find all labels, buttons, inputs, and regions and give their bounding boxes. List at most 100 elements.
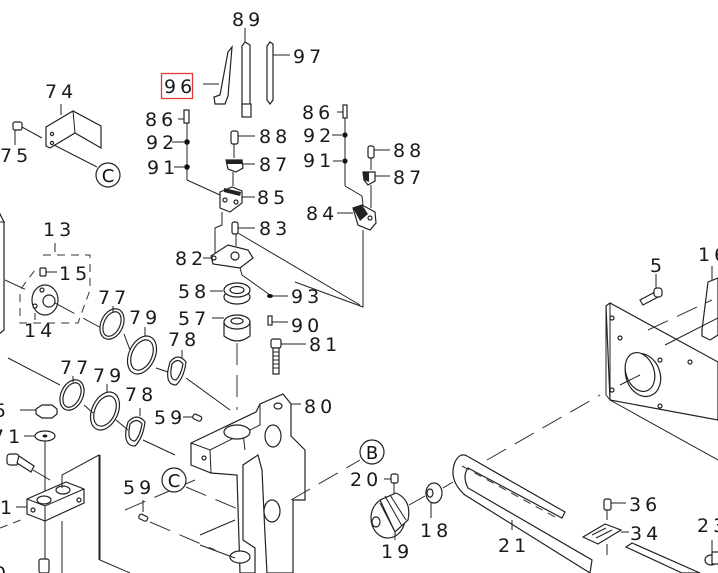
part-57-bushing[interactable] (212, 314, 251, 342)
label-81[interactable]: 81 (309, 334, 341, 356)
part-83-screw[interactable] (231, 221, 361, 306)
part-79-washer-lower[interactable] (85, 384, 125, 435)
part-89-knife[interactable] (241, 28, 252, 118)
label-59-upper[interactable]: 59 (154, 407, 186, 429)
part-80-arm[interactable] (190, 393, 306, 573)
part-87-clamp-right[interactable] (362, 171, 390, 208)
part-bottom-screw[interactable] (38, 558, 50, 573)
part-20-setscrew[interactable] (384, 473, 399, 497)
part-59-setscrew-upper[interactable] (183, 413, 203, 422)
label-58[interactable]: 58 (178, 281, 210, 303)
label-88-left[interactable]: 88 (259, 126, 291, 148)
part-59-setscrew-lower[interactable] (138, 500, 216, 551)
label-20[interactable]: 20 (350, 469, 382, 491)
label-91-right[interactable]: 91 (303, 150, 335, 172)
label-79-upper[interactable]: 79 (129, 307, 161, 329)
part-16-bracket[interactable] (701, 277, 718, 341)
part-74-bracket[interactable] (45, 104, 102, 150)
part-19-pulley[interactable] (370, 492, 410, 540)
label-93[interactable]: 93 (291, 286, 323, 308)
part-91-washer-left[interactable] (184, 164, 190, 170)
label-34[interactable]: 34 (630, 523, 662, 545)
part-77-ring-lower[interactable] (55, 376, 88, 414)
label-85[interactable]: 85 (257, 187, 289, 209)
label-86-left[interactable]: 86 (145, 109, 177, 131)
part-84-holder[interactable] (294, 204, 377, 308)
label-19[interactable]: 19 (381, 541, 413, 563)
label-1[interactable]: 1 (0, 497, 16, 519)
part-92-washer-left[interactable] (184, 139, 190, 145)
part-88-screw-right[interactable] (367, 145, 390, 170)
label-71[interactable]: 71 (0, 426, 24, 448)
label-14[interactable]: 14 (24, 320, 56, 342)
label-16[interactable]: 16 (698, 244, 718, 266)
label-78-lower[interactable]: 78 (125, 384, 157, 406)
part-71-washer[interactable] (24, 430, 56, 500)
label-87-right[interactable]: 87 (393, 167, 425, 189)
part-96-blade[interactable] (203, 45, 233, 105)
part-88-screw[interactable] (230, 130, 255, 158)
part-86-screw-right[interactable] (337, 104, 348, 186)
label-36[interactable]: 36 (629, 494, 661, 516)
part-79-washer-upper[interactable] (122, 327, 162, 379)
part-15-setscrew[interactable] (39, 267, 57, 277)
label-5[interactable]: 5 (650, 255, 666, 277)
label-97[interactable]: 97 (293, 46, 325, 68)
label-89[interactable]: 89 (232, 9, 264, 31)
label-57[interactable]: 57 (178, 308, 210, 330)
part-78-plate-lower[interactable] (125, 408, 146, 447)
part-21-belt[interactable] (452, 454, 593, 573)
label-0[interactable]: 0 (0, 563, 10, 573)
part-75-screw[interactable] (12, 121, 43, 145)
part-78-plate-upper[interactable] (167, 350, 187, 386)
part-14-collar[interactable] (4, 279, 59, 320)
label-90[interactable]: 90 (291, 315, 323, 337)
label-15[interactable]: 15 (59, 263, 91, 285)
label-80[interactable]: 80 (304, 396, 336, 418)
reference-mark-c[interactable] (95, 162, 121, 188)
label-79-lower[interactable]: 79 (93, 365, 125, 387)
part-rail[interactable] (624, 542, 701, 573)
label-13[interactable]: 13 (43, 219, 75, 241)
label-18[interactable]: 18 (420, 520, 452, 542)
label-59-lower[interactable]: 59 (123, 477, 155, 499)
label-77-upper[interactable]: 77 (98, 287, 130, 309)
part-87-clamp[interactable] (225, 159, 255, 186)
part-bolt-left[interactable] (6, 453, 51, 481)
part-motor-plate[interactable] (605, 302, 718, 461)
label-77-lower[interactable]: 77 (60, 357, 92, 379)
part-5-nut[interactable] (20, 404, 58, 419)
label-74[interactable]: 74 (45, 81, 77, 103)
part-1-block[interactable] (16, 454, 100, 573)
part-92-washer-right[interactable] (342, 132, 348, 138)
label-92-left[interactable]: 92 (146, 132, 178, 154)
part-86-screw-left[interactable] (178, 109, 190, 180)
label-23[interactable]: 23 (697, 515, 718, 537)
part-85-holder[interactable] (214, 186, 255, 260)
part-58-bearing[interactable] (210, 282, 251, 305)
part-36-screw[interactable] (603, 498, 626, 520)
label-83[interactable]: 83 (259, 218, 291, 240)
part-77-ring-upper[interactable] (95, 305, 128, 343)
label-87-left[interactable]: 87 (259, 154, 291, 176)
label-86-right[interactable]: 86 (302, 102, 334, 124)
label-96[interactable]: 96 (164, 76, 196, 98)
label-75[interactable]: 75 (0, 145, 32, 167)
label-82[interactable]: 82 (175, 248, 207, 270)
label-92-right[interactable]: 92 (303, 125, 335, 147)
label-21[interactable]: 21 (498, 535, 530, 557)
part-93-washer[interactable] (267, 294, 288, 298)
label-84[interactable]: 84 (306, 203, 338, 225)
label-91-left[interactable]: 91 (147, 157, 179, 179)
part-91-washer-right[interactable] (342, 158, 348, 164)
label-78-upper[interactable]: 78 (168, 329, 200, 351)
reference-mark-c-lower[interactable] (161, 467, 187, 493)
part-82-base[interactable] (203, 244, 271, 296)
part-81-bolt[interactable] (270, 338, 306, 375)
label-88-right[interactable]: 88 (393, 140, 425, 162)
part-23-fitting[interactable] (704, 540, 718, 566)
part-97-blade[interactable] (266, 41, 290, 105)
reference-mark-b[interactable] (359, 439, 385, 465)
part-34-plate[interactable] (581, 523, 629, 555)
part-5-screw[interactable] (639, 274, 663, 306)
